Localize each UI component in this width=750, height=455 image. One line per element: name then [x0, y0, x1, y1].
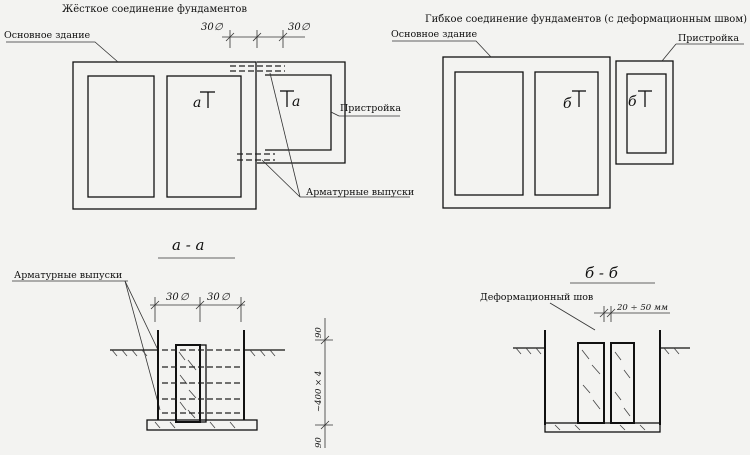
rigid-title: Жёсткое соединение фундаментов — [62, 4, 247, 15]
section-a-a-title: а - а — [172, 236, 205, 254]
section-b-b-title: б - б — [585, 264, 619, 282]
flex-annex-room — [626, 73, 667, 154]
rigid-connection-plan: Жёсткое соединение фундаментов 30 ∅ 30 ∅… — [4, 4, 414, 210]
flex-room-left — [454, 71, 524, 196]
room-right — [166, 75, 242, 198]
room-left — [87, 75, 155, 198]
joint-width: 20 ÷ 50 мм — [616, 303, 668, 313]
section-a-a: а - а Арматурные выпуски 30 ∅ 30 ∅ — [12, 236, 333, 448]
flex-room-right — [534, 71, 599, 196]
rigid-dim-right: 30 — [288, 22, 301, 33]
deformation-joint-label: Деформационный шов — [480, 292, 593, 303]
flexible-connection-plan: Гибкое соединение фундаментов (с деформа… — [391, 14, 747, 209]
section-a-dim-mid: ~400 × 4 — [314, 371, 324, 412]
annex-room — [265, 74, 332, 151]
wall-left — [577, 342, 605, 424]
rigid-annex-label: Пристройка — [340, 103, 401, 114]
flexible-title: Гибкое соединение фундаментов (с деформа… — [425, 14, 747, 25]
footing-b — [544, 422, 661, 433]
rigid-dim-left: 30 — [201, 22, 214, 33]
section-a-dim-right: 30 — [207, 292, 220, 303]
section-a-dim-bottom: 90 — [314, 437, 324, 448]
wall-right — [610, 342, 635, 424]
section-mark-a-right: а — [292, 94, 300, 110]
rigid-rebar-label: Арматурные выпуски — [306, 187, 414, 198]
footing — [146, 419, 258, 431]
flex-annex-label: Пристройка — [678, 33, 739, 44]
section-a-dim-top: 90 — [314, 327, 324, 338]
diameter-symbol: ∅ — [301, 22, 311, 33]
flex-annex — [615, 60, 674, 165]
section-b-b: б - б Деформационный шов 20 ÷ 50 мм — [480, 264, 690, 433]
section-mark-b-annex: б — [628, 94, 637, 110]
diameter-symbol: ∅ — [180, 292, 190, 303]
rigid-main-building-label: Основное здание — [4, 30, 91, 41]
section-mark-b-main: б — [563, 96, 572, 112]
main-building-outline — [72, 61, 257, 210]
diameter-symbol: ∅ — [214, 22, 224, 33]
flex-main-building-label: Основное здание — [391, 29, 478, 40]
flex-main-building — [442, 56, 611, 209]
section-mark-a-left: а — [193, 95, 201, 111]
diameter-symbol: ∅ — [221, 292, 231, 303]
annex-outline — [257, 61, 346, 164]
section-a-rebar-label: Арматурные выпуски — [14, 270, 122, 281]
section-a-dim-left: 30 — [166, 292, 179, 303]
